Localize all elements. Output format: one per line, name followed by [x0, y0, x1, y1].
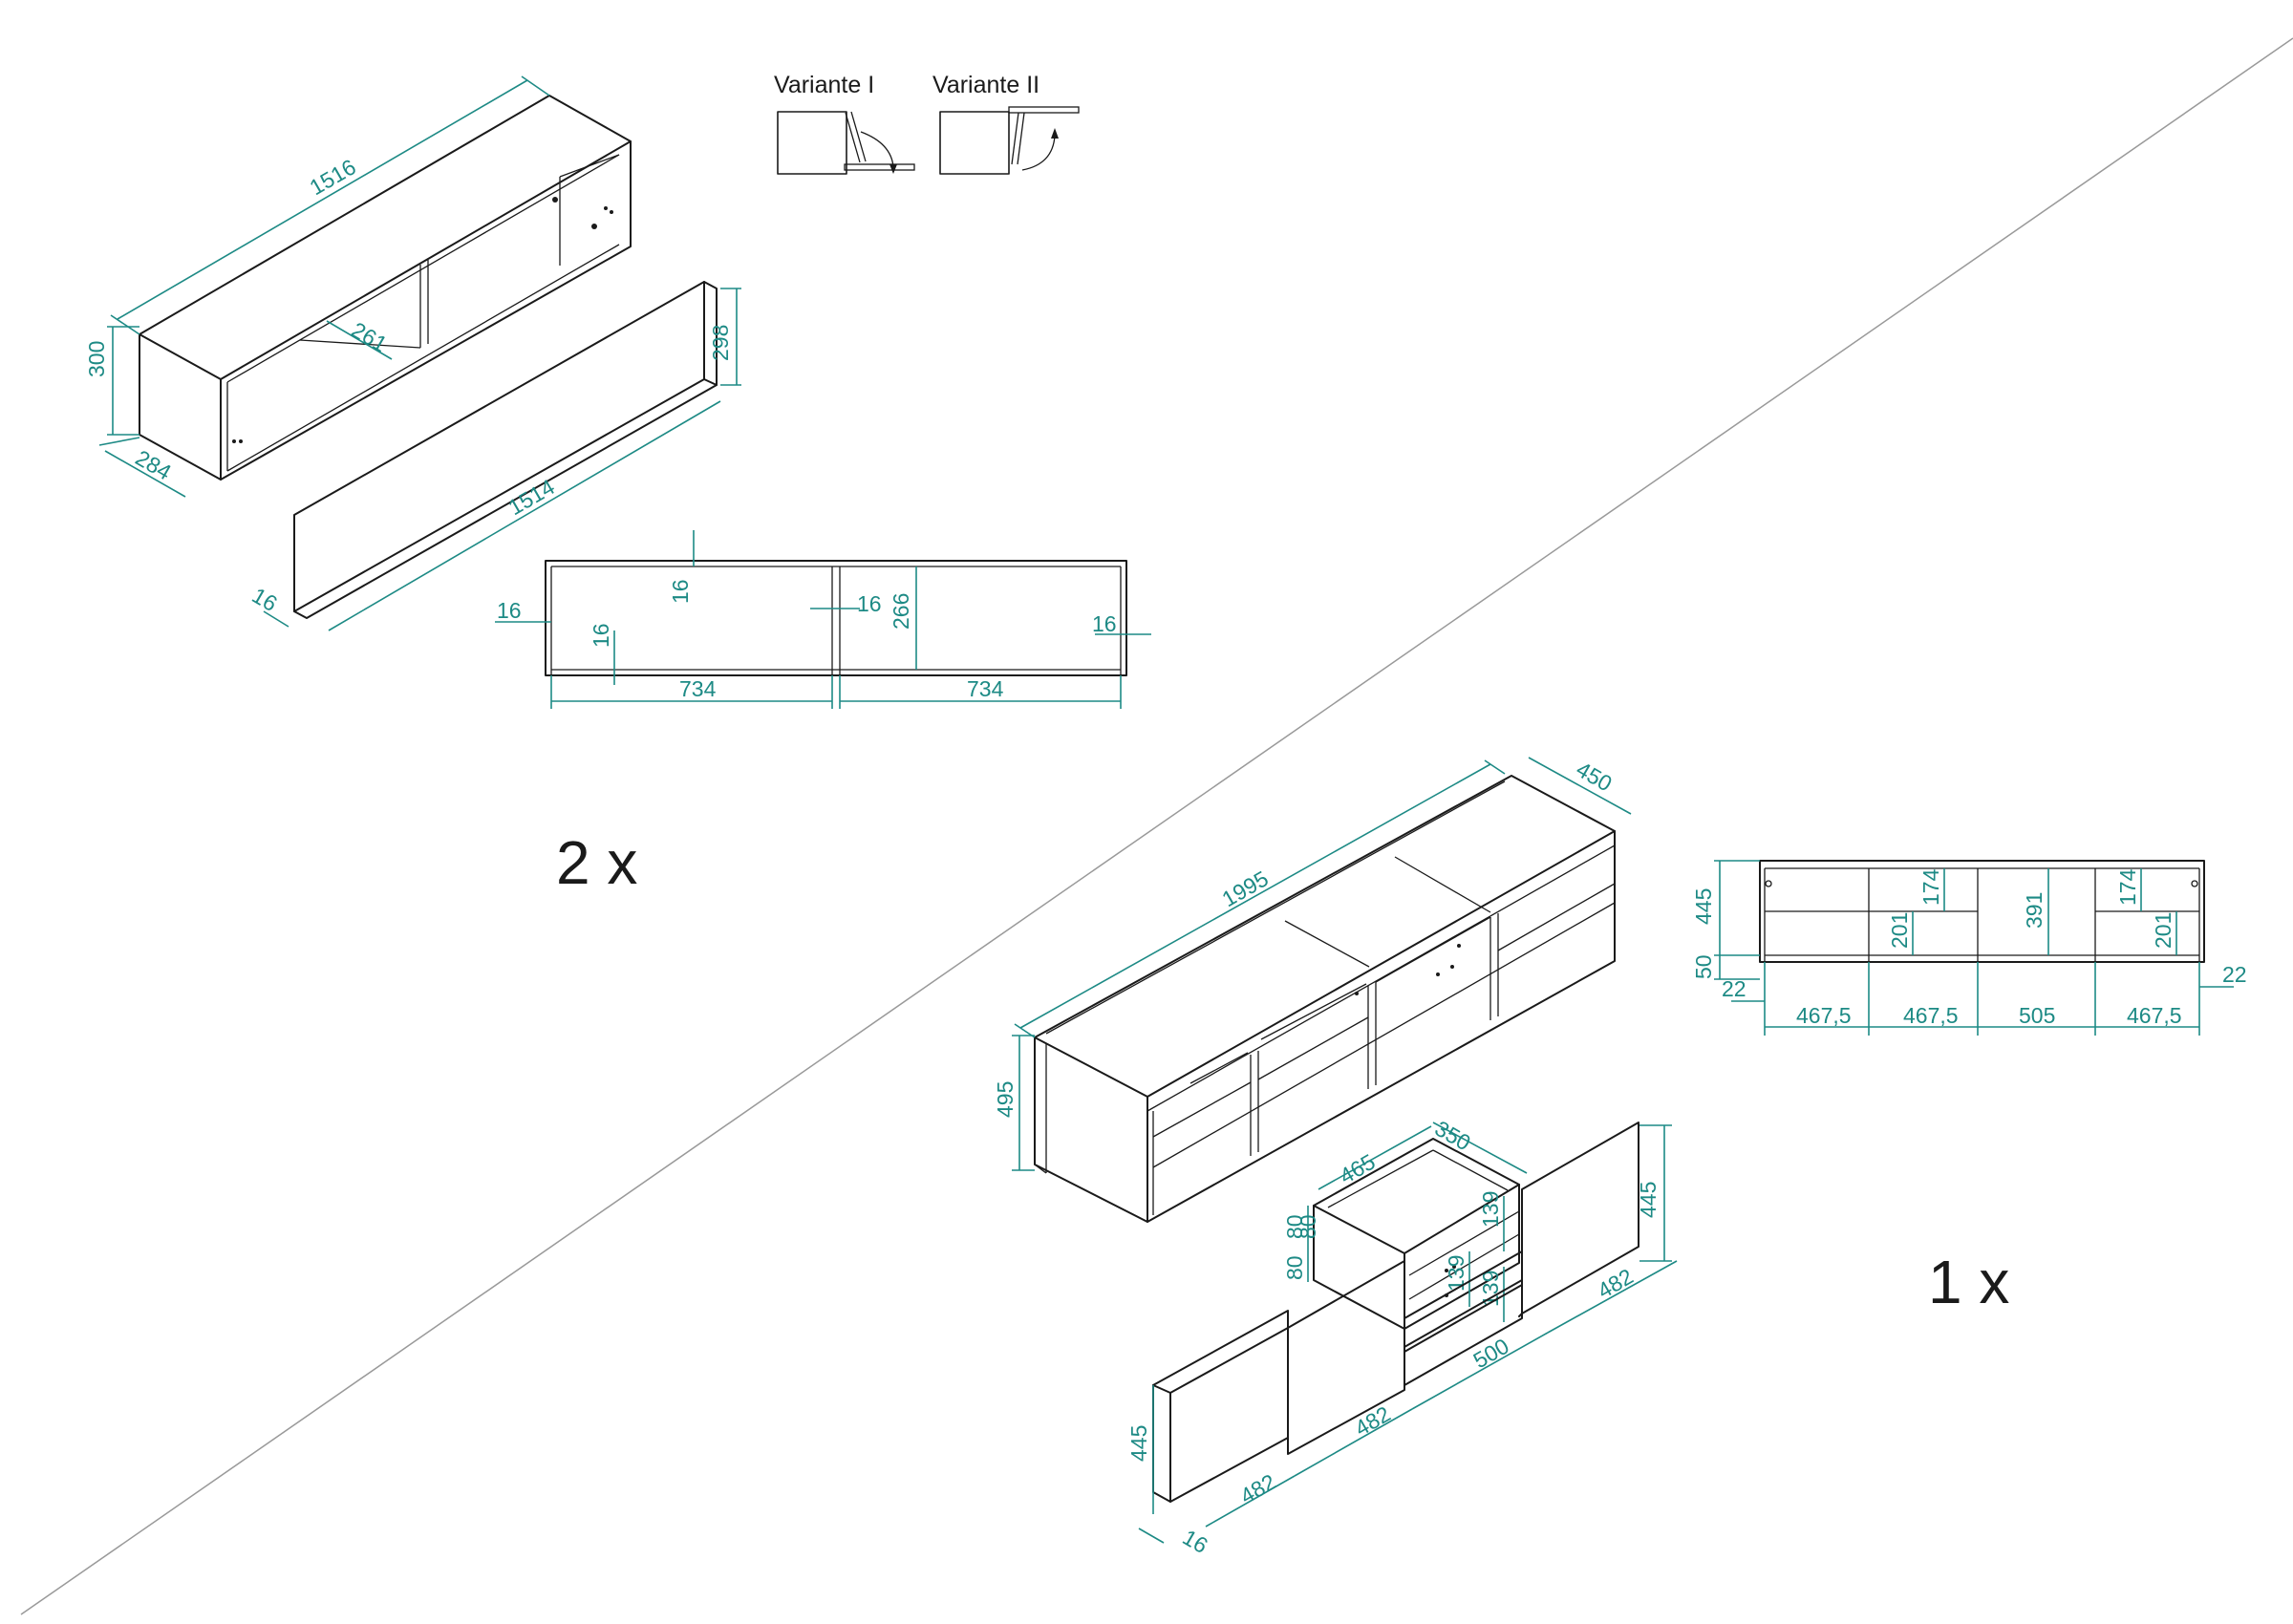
dim-drawer-side-2: 80 — [1296, 1214, 1320, 1239]
dim-door-width-1: 482 — [1236, 1469, 1280, 1509]
wall-cabinet-quantity: 2 x — [556, 828, 637, 897]
flap-panel — [293, 281, 718, 619]
lowboard-iso-dimensions: 1995 450 495 — [993, 757, 1632, 1171]
dim-door-left-height: 445 — [1126, 1425, 1151, 1462]
dim-lowboard-depth: 450 — [1573, 757, 1617, 797]
dim-offset-left: 22 — [1722, 976, 1747, 1001]
flap-dimensions: 298 1514 16 — [248, 288, 741, 631]
dim-lowboard-width: 1995 — [1218, 865, 1273, 911]
lowboard-quantity: 1 x — [1928, 1248, 2009, 1316]
dim-lowboard-height: 495 — [993, 1081, 1018, 1118]
dim-drawer-front-3: 139 — [1478, 1271, 1503, 1307]
dim-drawer-front-1: 139 — [1478, 1191, 1503, 1228]
door-dimensions: 445 445 16 482 482 500 482 — [1126, 1124, 1678, 1558]
dim-width-2: 467,5 — [1903, 1003, 1959, 1028]
dim-shelf-lower-right: 201 — [2151, 912, 2175, 949]
dim-front-compartment-left: 734 — [679, 676, 717, 701]
lowboard-iso — [1034, 775, 1616, 1223]
diagonal-divider — [20, 37, 2293, 1615]
wall-cabinet-iso — [139, 95, 632, 481]
dim-front-side-left: 16 — [497, 598, 522, 623]
dim-front-bottom-thickness: 16 — [589, 623, 613, 648]
dim-door-width-3: 500 — [1469, 1334, 1513, 1374]
variant-1-icon — [777, 111, 915, 175]
dim-door-right-height: 445 — [1636, 1182, 1661, 1218]
dim-flap-width: 1514 — [504, 474, 559, 520]
variant-2-icon — [939, 106, 1080, 175]
dim-front-middle: 16 — [857, 591, 882, 616]
dim-drawer-side-1: 80 — [1282, 1214, 1307, 1239]
dim-middle-height: 391 — [2022, 892, 2047, 929]
wall-cabinet-front-view — [545, 560, 1127, 676]
dim-offset-right: 22 — [2222, 962, 2247, 987]
dim-cabinet-height: 300 — [84, 341, 109, 377]
variant-2-label: Variante II — [932, 72, 1039, 98]
dim-width-4: 467,5 — [2127, 1003, 2182, 1028]
dim-drawer-side-3: 80 — [1282, 1255, 1307, 1280]
dim-shelf-depth: 261 — [348, 317, 392, 357]
dim-lowboard-body-height: 445 — [1691, 888, 1716, 925]
dim-drawer-depth: 350 — [1431, 1116, 1475, 1156]
dim-door-thickness: 16 — [1179, 1525, 1212, 1558]
dim-drawer-front-2: 139 — [1444, 1255, 1468, 1292]
wall-cabinet-iso-dimensions: 1516 300 284 261 — [84, 75, 550, 498]
dim-front-side-right: 16 — [1092, 611, 1117, 636]
variant-legend: Variante I Variante II — [774, 72, 1080, 175]
dim-width-1: 467,5 — [1796, 1003, 1852, 1028]
lowboard-door-fronts — [1152, 1122, 1639, 1503]
lowboard-front-dimensions: 445 50 174 201 391 174 201 22 22 467,5 4… — [1691, 860, 2247, 1036]
dim-flap-height: 298 — [708, 325, 733, 361]
dim-front-compartment-right: 734 — [967, 676, 1004, 701]
dim-front-inner-height: 266 — [889, 593, 913, 630]
lowboard-front-view — [1759, 860, 2205, 963]
dim-door-width-2: 482 — [1351, 1401, 1395, 1442]
variant-1-label: Variante I — [774, 72, 874, 98]
dim-width-3: 505 — [2019, 1003, 2055, 1028]
dim-front-top-thickness: 16 — [668, 579, 693, 604]
dim-flap-thickness: 16 — [248, 583, 282, 616]
wall-cabinet-front-dimensions: 16 16 16 16 266 16 734 734 — [495, 530, 1151, 709]
dim-shelf-lower-left: 201 — [1887, 912, 1912, 949]
dim-lowboard-plinth-height: 50 — [1691, 954, 1716, 979]
dim-shelf-upper-left: 174 — [1918, 868, 1943, 906]
dim-shelf-upper-right: 174 — [2115, 868, 2140, 906]
